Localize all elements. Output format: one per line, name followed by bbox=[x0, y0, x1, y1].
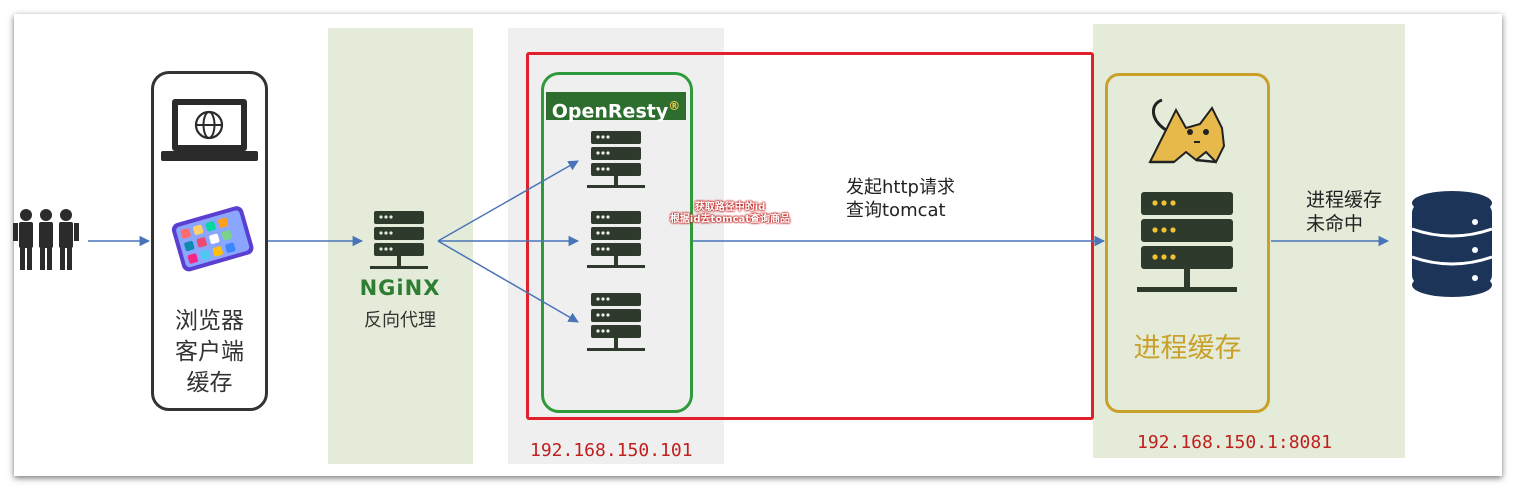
tomcat-ip: 192.168.150.1:8081 bbox=[1137, 432, 1333, 453]
browser-label-line2: 客户端 bbox=[175, 339, 244, 365]
nginx-label: 反向代理 bbox=[364, 310, 436, 331]
arrow-nginx-server3 bbox=[437, 240, 579, 323]
openresty-logo: OpenResty® bbox=[546, 92, 686, 123]
cache-miss-line2: 未命中 bbox=[1306, 213, 1364, 235]
browser-label-line1: 浏览器 bbox=[175, 308, 244, 334]
openresty-server-icon bbox=[587, 293, 645, 351]
lua-logic-note: 获取路径中的id 根据id去tomcat查询商品 bbox=[660, 202, 800, 226]
phone-icon bbox=[171, 206, 254, 272]
openresty-box bbox=[541, 72, 693, 413]
registered-mark: ® bbox=[668, 99, 681, 113]
tomcat-server-icon bbox=[1137, 192, 1237, 292]
browser-label-line3: 缓存 bbox=[186, 370, 233, 396]
tomcat-icon bbox=[1148, 98, 1226, 164]
openresty-server-icon bbox=[587, 131, 645, 188]
laptop-icon bbox=[161, 99, 258, 161]
request-line2: 查询tomcat bbox=[846, 200, 946, 221]
lua-note-line2: 根据id去tomcat查询商品 bbox=[669, 214, 791, 225]
nginx-server-icon bbox=[370, 211, 428, 269]
cache-miss-line1: 进程缓存 bbox=[1306, 189, 1383, 211]
request-line1: 发起http请求 bbox=[846, 177, 955, 198]
browser-cache-label: 浏览器 客户端 缓存 bbox=[151, 306, 268, 399]
openresty-server-icon bbox=[587, 211, 645, 268]
tomcat-box bbox=[1105, 73, 1270, 413]
lua-note-line1: 获取路径中的id bbox=[694, 202, 766, 213]
openresty-logo-text: OpenResty bbox=[551, 100, 669, 123]
openresty-ip: 192.168.150.101 bbox=[530, 440, 693, 461]
cache-miss-label: 进程缓存 未命中 bbox=[1306, 188, 1406, 236]
arrow-nginx-server1 bbox=[437, 160, 579, 242]
database-icon bbox=[1411, 191, 1493, 297]
nginx-logo: NGiNX bbox=[359, 276, 441, 300]
process-cache-label: 进程缓存 bbox=[1133, 333, 1242, 364]
browser-client-box bbox=[151, 71, 268, 411]
lua-logic-frame bbox=[526, 52, 1094, 420]
users-icon bbox=[13, 209, 79, 270]
request-label: 发起http请求 查询tomcat bbox=[846, 176, 1006, 222]
